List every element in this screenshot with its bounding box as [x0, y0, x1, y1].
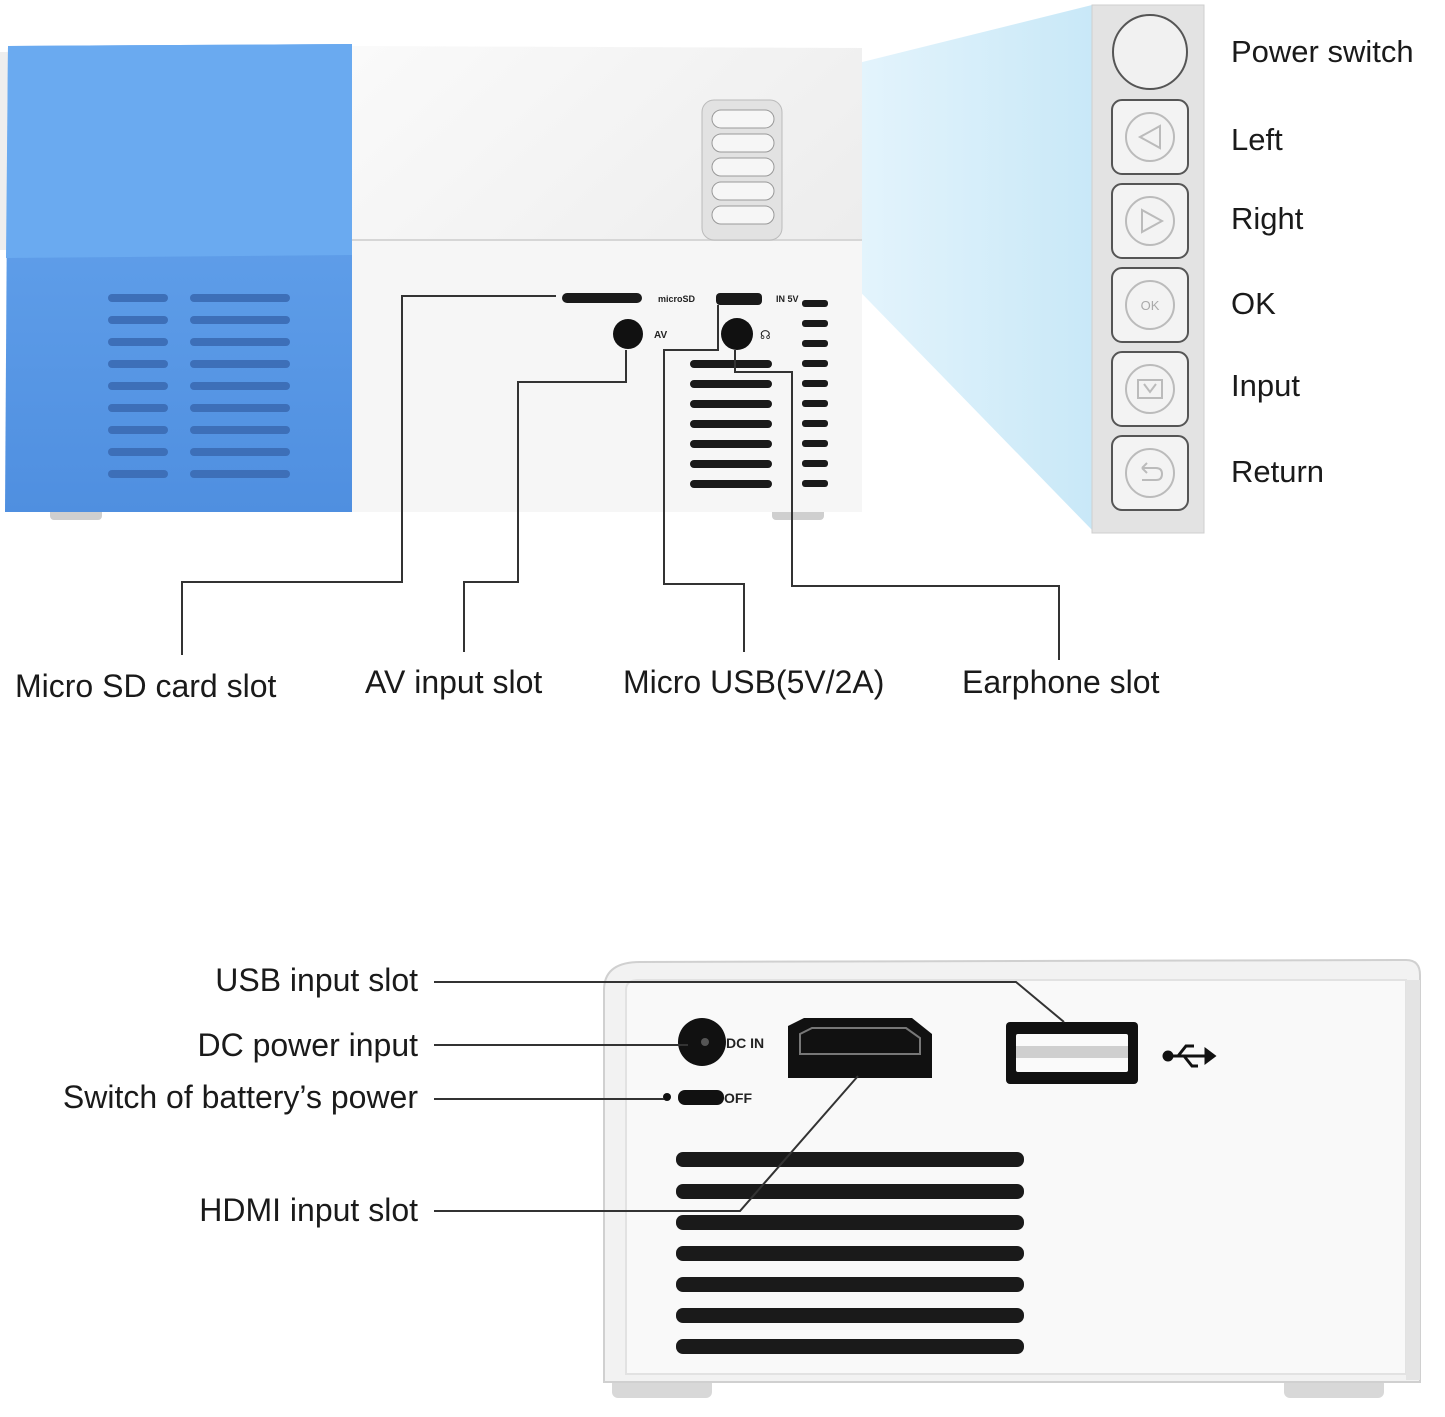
label-input: Input: [1231, 368, 1300, 403]
right-button: [1111, 183, 1189, 259]
label-power-switch: Power switch: [1231, 34, 1414, 69]
bottom-leader-lines: [434, 981, 1065, 1212]
ok-button: OK: [1111, 267, 1189, 343]
label-ok: OK: [1231, 286, 1276, 321]
projector-front-view: microSD IN 5V AV ☊: [0, 44, 862, 520]
av-device-label: AV: [654, 330, 667, 341]
projector-rear-view: DC IN OFF: [603, 958, 1421, 1398]
label-dc-power-input: DC power input: [197, 1027, 418, 1063]
micro-sd-device-label: microSD: [658, 294, 696, 304]
label-micro-usb: Micro USB(5V/2A): [623, 664, 885, 700]
rear-vents: [676, 1152, 1024, 1354]
usb-a-port: [1006, 1022, 1138, 1084]
in-5v-device-label: IN 5V: [776, 294, 799, 304]
dc-in-device-label: DC IN: [726, 1035, 764, 1051]
label-earphone-slot: Earphone slot: [962, 664, 1160, 700]
return-arrow-icon: [1141, 462, 1164, 481]
label-usb-input-slot: USB input slot: [215, 962, 418, 998]
power-button: [1112, 14, 1188, 90]
input-button: [1111, 351, 1189, 427]
left-triangle-icon: [1137, 124, 1161, 150]
top-button-strip: [701, 99, 783, 241]
return-button: [1111, 435, 1189, 511]
battery-switch: [678, 1090, 724, 1105]
headphone-icon: ☊: [760, 328, 771, 342]
right-triangle-icon: [1141, 208, 1165, 234]
hdmi-port: [788, 1018, 932, 1078]
av-jack: [613, 319, 643, 349]
label-hdmi-input-slot: HDMI input slot: [199, 1192, 418, 1228]
button-panel: OK: [1091, 4, 1205, 534]
usb-trident-icon: [1162, 1044, 1217, 1068]
label-right: Right: [1231, 201, 1304, 236]
label-return: Return: [1231, 454, 1325, 489]
label-av-input-slot: AV input slot: [365, 664, 543, 700]
micro-sd-slot: [562, 293, 642, 303]
ok-text-icon: OK: [1141, 298, 1160, 313]
label-micro-sd-card-slot: Micro SD card slot: [15, 668, 277, 704]
white-vents: [690, 300, 828, 488]
input-icon: [1137, 379, 1163, 399]
earphone-jack: [721, 318, 753, 350]
blue-vents: [108, 294, 290, 478]
label-left: Left: [1231, 122, 1283, 157]
projection-beam: [790, 5, 1092, 530]
off-device-label: OFF: [724, 1090, 752, 1106]
top-leader-lines: [181, 295, 1060, 660]
label-battery-switch: Switch of battery’s power: [62, 1079, 418, 1115]
micro-usb-port: [716, 293, 762, 305]
left-button: [1111, 99, 1189, 175]
